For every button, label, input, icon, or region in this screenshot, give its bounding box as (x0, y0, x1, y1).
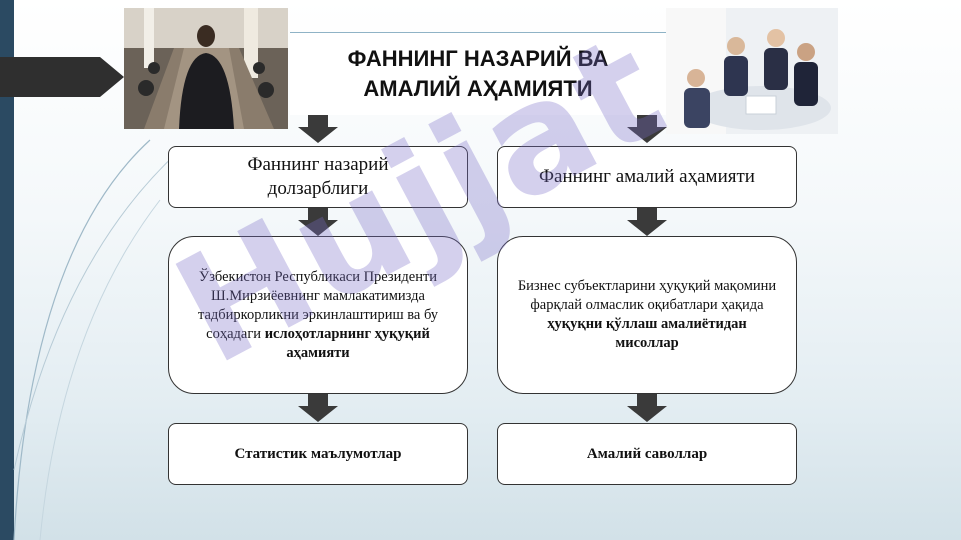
right-description-box: Бизнес субъектларини ҳуқуқий мақомини фа… (497, 236, 797, 394)
practical-importance-heading: Фаннинг амалий аҳамияти (539, 166, 755, 187)
left-description-text: Ўзбекистон Республикаси Президенти Ш.Мир… (197, 268, 439, 342)
pointer-shape (0, 57, 124, 97)
practical-questions-label: Амалий саволлар (586, 445, 708, 462)
left-description-box: Ўзбекистон Республикаси Президенти Ш.Мир… (168, 236, 468, 394)
right-description-text: Бизнес субъектларини ҳуқуқий мақомини фа… (517, 278, 777, 313)
arrow-down-icon (627, 115, 667, 143)
right-description-bold: ҳуқуқни қўллаш амалиётидан мисоллар (547, 316, 747, 351)
practical-questions-box: Амалий саволлар (497, 423, 797, 485)
left-accent-bar (0, 0, 14, 540)
business-team-photo (666, 8, 838, 134)
meeting-room-photo (124, 8, 288, 129)
theoretical-relevance-heading: Фаннинг назарий долзарблиги (247, 154, 389, 199)
theoretical-relevance-box: Фаннинг назарий долзарблиги (168, 146, 468, 208)
page-title: ФАННИНГ НАЗАРИЙ ВА АМАЛИЙ АҲАМИЯТИ (347, 46, 609, 101)
arrow-down-icon (298, 208, 338, 236)
title-box: ФАННИНГ НАЗАРИЙ ВА АМАЛИЙ АҲАМИЯТИ (290, 32, 666, 115)
arrow-down-icon (627, 208, 667, 236)
practical-importance-box: Фаннинг амалий аҳамияти (497, 146, 797, 208)
statistics-label: Статистик маълумотлар (234, 445, 402, 462)
statistics-box: Статистик маълумотлар (168, 423, 468, 485)
arrow-down-icon (298, 115, 338, 143)
left-description-bold: ислоҳотларнинг ҳуқуқий аҳамияти (264, 325, 430, 361)
arrow-down-icon (298, 394, 338, 422)
arrow-down-icon (627, 394, 667, 422)
